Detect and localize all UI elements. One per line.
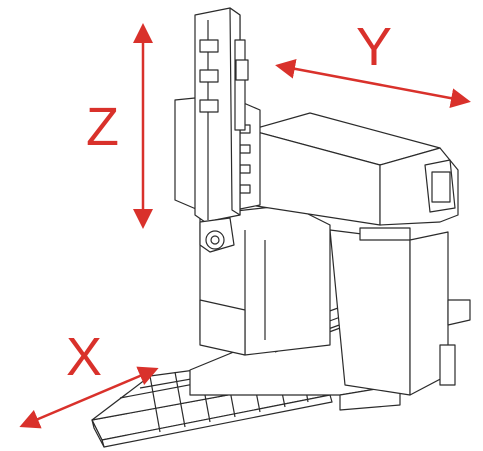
y-axis-arrow [275, 58, 471, 109]
x-axis-label: X [66, 327, 103, 387]
z-axis-ram [194, 7, 249, 223]
crossbeam [249, 112, 459, 226]
z-axis-label: Z [86, 97, 119, 157]
axis-arrows [19, 22, 471, 429]
y-axis-label: Y [356, 17, 393, 77]
spindle-head [199, 217, 235, 253]
x-axis-arrow [19, 366, 159, 429]
right-column [329, 227, 471, 396]
